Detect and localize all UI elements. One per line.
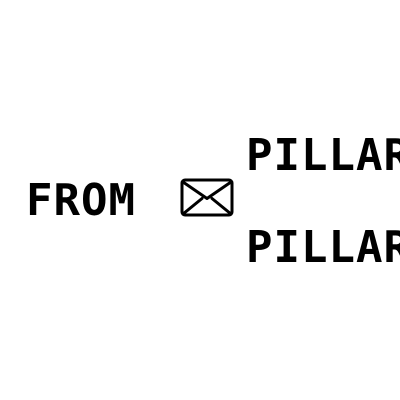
from-label: FROM: [26, 175, 136, 226]
pillar-label-top: PILLAR: [246, 130, 400, 181]
envelope-icon: [180, 178, 234, 218]
pillar-label-bottom: PILLAR: [246, 222, 400, 273]
